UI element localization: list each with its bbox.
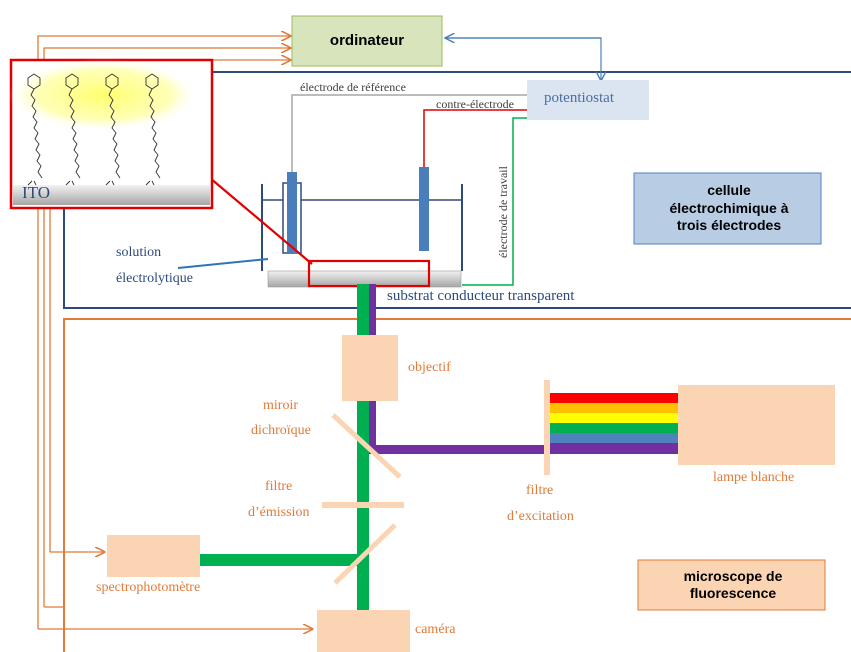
computer-box: [291, 15, 443, 67]
microscope-box: [637, 559, 826, 611]
molecule-drawing: [27, 73, 161, 186]
solution-label-2: électrolytique: [116, 271, 193, 286]
mirror-label-1: miroir: [263, 398, 298, 413]
cell-label: cellule électrochimique à trois électrod…: [669, 182, 789, 234]
ito-layer: [13, 185, 210, 205]
objective-label: objectif: [408, 360, 451, 375]
spectrum-band: [547, 403, 679, 413]
dichroic-mirror: [331, 413, 402, 479]
lamp-box: [678, 385, 835, 465]
spectrum-band: [547, 423, 679, 433]
working-wire: [462, 117, 527, 286]
solution-label-1: solution: [116, 245, 162, 260]
molecule: [145, 73, 161, 186]
camera-label: caméra: [415, 622, 456, 637]
molecule: [27, 73, 43, 186]
ito-label: ITO: [22, 183, 51, 202]
working-label: électrode de travail: [496, 166, 510, 258]
cell-box: [633, 172, 822, 245]
spectrum-band: [547, 443, 679, 453]
computer-potentiostat-link: [444, 37, 601, 80]
reference-wire: [291, 94, 527, 172]
mirror-label-2: dichroïque: [251, 423, 311, 438]
camera-box: [317, 610, 410, 652]
microscope-label: microscope de fluorescence: [683, 567, 783, 602]
counter-wire: [423, 109, 527, 168]
spectrophotometer-box: [107, 535, 200, 577]
spectrum-bands: [547, 393, 679, 453]
zoom-line: [209, 177, 313, 265]
counter-label: contre-électrode: [436, 97, 514, 111]
solution-pointer: [177, 258, 269, 269]
spectrum-band: [547, 393, 679, 403]
substrate-label: substrat conducteur transparent: [387, 288, 575, 304]
potentiostat-box: [527, 80, 649, 120]
potentiostat-label: potentiostat: [544, 90, 614, 106]
excitation-filter-label-2: d’excitation: [507, 509, 574, 524]
molecule: [105, 73, 121, 186]
spectrum-band: [547, 413, 679, 423]
excitation-filter-label-1: filtre: [526, 483, 554, 498]
emission-filter: [322, 502, 404, 508]
spectro-label: spectrophotomètre: [96, 580, 201, 595]
reference-electrode: [287, 172, 297, 254]
excitation-beam-horizontal: [369, 445, 679, 454]
spectro-beam: [200, 554, 362, 566]
emission-filter-label-1: filtre: [265, 479, 293, 494]
computer-label: ordinateur: [329, 31, 405, 49]
counter-electrode: [419, 167, 429, 251]
lamp-label: lampe blanche: [713, 470, 795, 485]
reference-label: électrode de référence: [300, 80, 406, 94]
excitation-filter: [544, 380, 550, 475]
molecule: [65, 73, 81, 186]
microscope-frame: [63, 318, 851, 652]
spectrum-band: [547, 433, 679, 443]
objective-box: [342, 335, 398, 401]
beam-splitter: [333, 523, 397, 585]
emission-filter-label-2: d’émission: [248, 505, 310, 520]
